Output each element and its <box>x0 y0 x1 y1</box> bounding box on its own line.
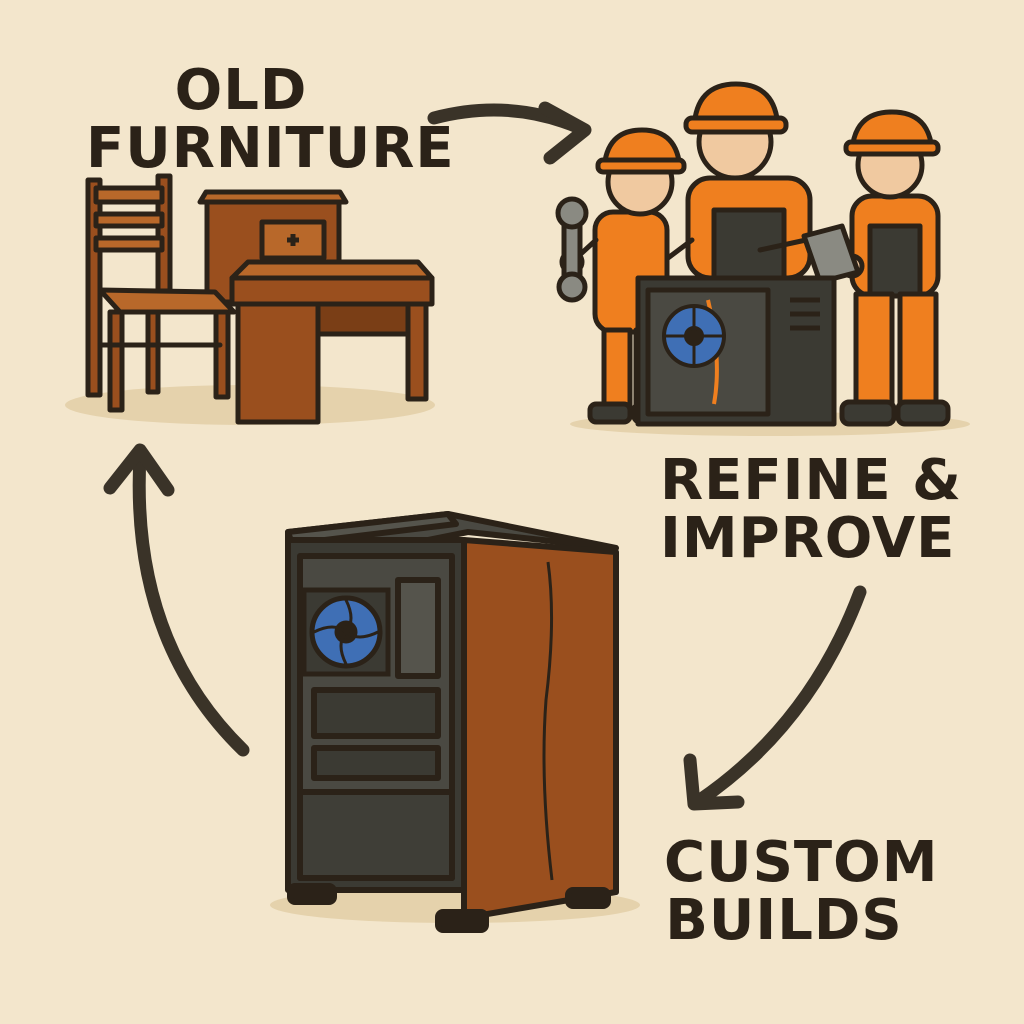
fan-icon <box>301 587 391 677</box>
cabinet-icon <box>197 189 349 305</box>
chair-icon <box>85 173 237 413</box>
desk-icon <box>229 259 435 425</box>
stage-label-old-furniture: OLD FURNITURE <box>86 58 455 181</box>
wrench-icon <box>555 196 589 303</box>
stage-label-refine-improve: REFINE & IMPROVE <box>660 448 962 571</box>
fan-icon <box>662 304 726 368</box>
cycle-arrow-icon <box>683 585 867 811</box>
tablet-icon <box>801 223 861 285</box>
stage-label-custom-builds: CUSTOM BUILDS <box>664 830 939 953</box>
pc-case-icon <box>285 511 619 933</box>
cycle-arrow-icon <box>103 443 250 757</box>
worker-icon <box>665 81 813 281</box>
worker-icon <box>839 109 951 427</box>
cycle-arrow-icon <box>427 101 592 165</box>
